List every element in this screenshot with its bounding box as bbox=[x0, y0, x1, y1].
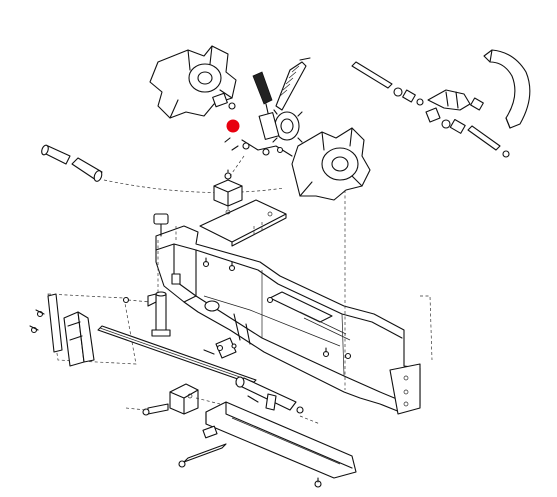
lower-bolt bbox=[178, 425, 227, 468]
mounting-bracket bbox=[213, 169, 243, 214]
lower-arm bbox=[205, 401, 357, 488]
hub-assembly-right bbox=[291, 127, 371, 201]
column-post bbox=[122, 291, 171, 337]
small-bushing-left bbox=[212, 92, 236, 110]
roller-tubes bbox=[41, 144, 285, 193]
frame-fasteners bbox=[202, 257, 352, 360]
leader-lines bbox=[125, 155, 433, 425]
hinge-bracket bbox=[142, 383, 221, 416]
frame-knob bbox=[153, 213, 169, 237]
main-chassis-frame bbox=[155, 225, 421, 415]
hydraulic-hose-assembly bbox=[351, 49, 531, 158]
side-plate-assembly bbox=[29, 293, 137, 367]
control-lever-assembly bbox=[224, 57, 311, 157]
hydraulic-cylinder bbox=[235, 376, 304, 414]
long-rod bbox=[97, 325, 257, 385]
hub-assembly-left bbox=[149, 45, 237, 119]
top-plate bbox=[199, 199, 287, 247]
highlight-marker[interactable] bbox=[226, 119, 240, 133]
clip-bracket bbox=[203, 337, 237, 359]
